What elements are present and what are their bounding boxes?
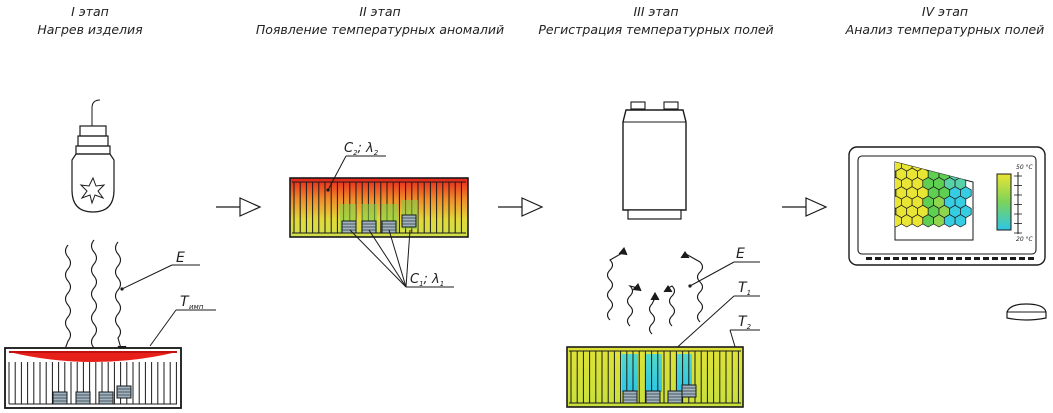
- specimen-stage-1: [4, 347, 182, 409]
- stage-4-header: IV этап Анализ температурных полей: [845, 4, 1045, 37]
- thermogram-cell: [943, 214, 956, 228]
- stage-4-title: Анализ температурных полей: [845, 22, 1045, 37]
- thermogram-cell: [933, 214, 945, 228]
- stage-1-number: I этап: [71, 4, 109, 19]
- c2-lambda2-label: C2; λ2: [326, 141, 386, 192]
- defect-insert: [622, 390, 638, 404]
- temperature-t2-text: T2: [738, 314, 752, 331]
- specimen-stage-1-ribs: [8, 362, 177, 405]
- thermogram-cell: [901, 214, 913, 228]
- heat-radiation-waves: [59, 239, 127, 357]
- defect-insert: [681, 384, 697, 398]
- stage-3-title: Регистрация температурных полей: [538, 22, 773, 37]
- stage-1-title: Нагрев изделия: [37, 22, 143, 37]
- c1-lambda1-label: C1; λ1: [349, 229, 454, 288]
- thermogram-cell: [911, 214, 924, 228]
- color-scale-ticks: [1014, 175, 1022, 234]
- monitor: 50 °C 20 °C: [848, 146, 1046, 266]
- flow-arrow-1: [216, 197, 262, 217]
- temperature-t1-text: T1: [738, 280, 751, 297]
- heat-lamp: [71, 99, 115, 213]
- pulse-temperature-label: T имп: [149, 294, 216, 347]
- computer-mouse: [1006, 303, 1047, 321]
- temperature-t2-label: T2: [729, 314, 760, 351]
- energy-label-2-text: E: [736, 246, 745, 262]
- pulse-temperature-label-sub: имп: [189, 303, 204, 311]
- thermogram-cell: [922, 214, 934, 228]
- stage-3-header: III этап Регистрация температурных полей: [538, 4, 773, 37]
- stage-2-header: II этап Появление температурных аномалий: [256, 4, 504, 37]
- stage-1-header: I этап Нагрев изделия: [37, 4, 143, 37]
- defect-insert: [361, 220, 377, 234]
- energy-label-1: E: [120, 250, 200, 291]
- specimen-stage-2-ribs: [293, 182, 462, 234]
- specimen-stage-2: [289, 177, 469, 238]
- specimen-stage-3: [566, 346, 744, 408]
- specimen-stage-3-ribs: [570, 351, 739, 404]
- scale-max-label: 50 °C: [1016, 164, 1034, 171]
- defect-insert: [98, 391, 114, 405]
- stage-3-number: III этап: [633, 4, 678, 19]
- stage-2-title: Появление температурных аномалий: [256, 22, 504, 37]
- flow-arrow-3: [782, 197, 828, 217]
- defect-insert: [116, 385, 132, 399]
- c1-label: C1; λ1: [410, 272, 444, 288]
- stage-2-number: II этап: [359, 4, 400, 19]
- color-scale-bar: [996, 173, 1012, 231]
- defect-insert: [52, 391, 68, 405]
- energy-label-1-text: E: [176, 250, 185, 266]
- monitor-base-strip: [866, 257, 1034, 260]
- defect-insert: [381, 220, 397, 234]
- emitted-radiation-waves: [606, 246, 704, 335]
- scale-min-label: 20 °C: [1016, 236, 1034, 243]
- flow-arrow-2: [498, 197, 544, 217]
- thermogram-cell: [954, 214, 967, 228]
- thermal-camera: [622, 101, 687, 220]
- defect-insert: [667, 390, 683, 404]
- energy-label-2: E: [688, 246, 760, 288]
- pulse-temperature-label-text: T: [180, 294, 190, 310]
- defect-insert: [75, 391, 91, 405]
- defect-insert: [645, 390, 661, 404]
- defect-insert: [341, 220, 357, 234]
- stage-4-number: IV этап: [922, 4, 968, 19]
- defect-insert: [401, 214, 417, 228]
- lamp-flash-icon: [79, 176, 106, 205]
- c2-label: C2; λ2: [344, 141, 379, 157]
- temperature-t1-label: T1: [671, 280, 760, 353]
